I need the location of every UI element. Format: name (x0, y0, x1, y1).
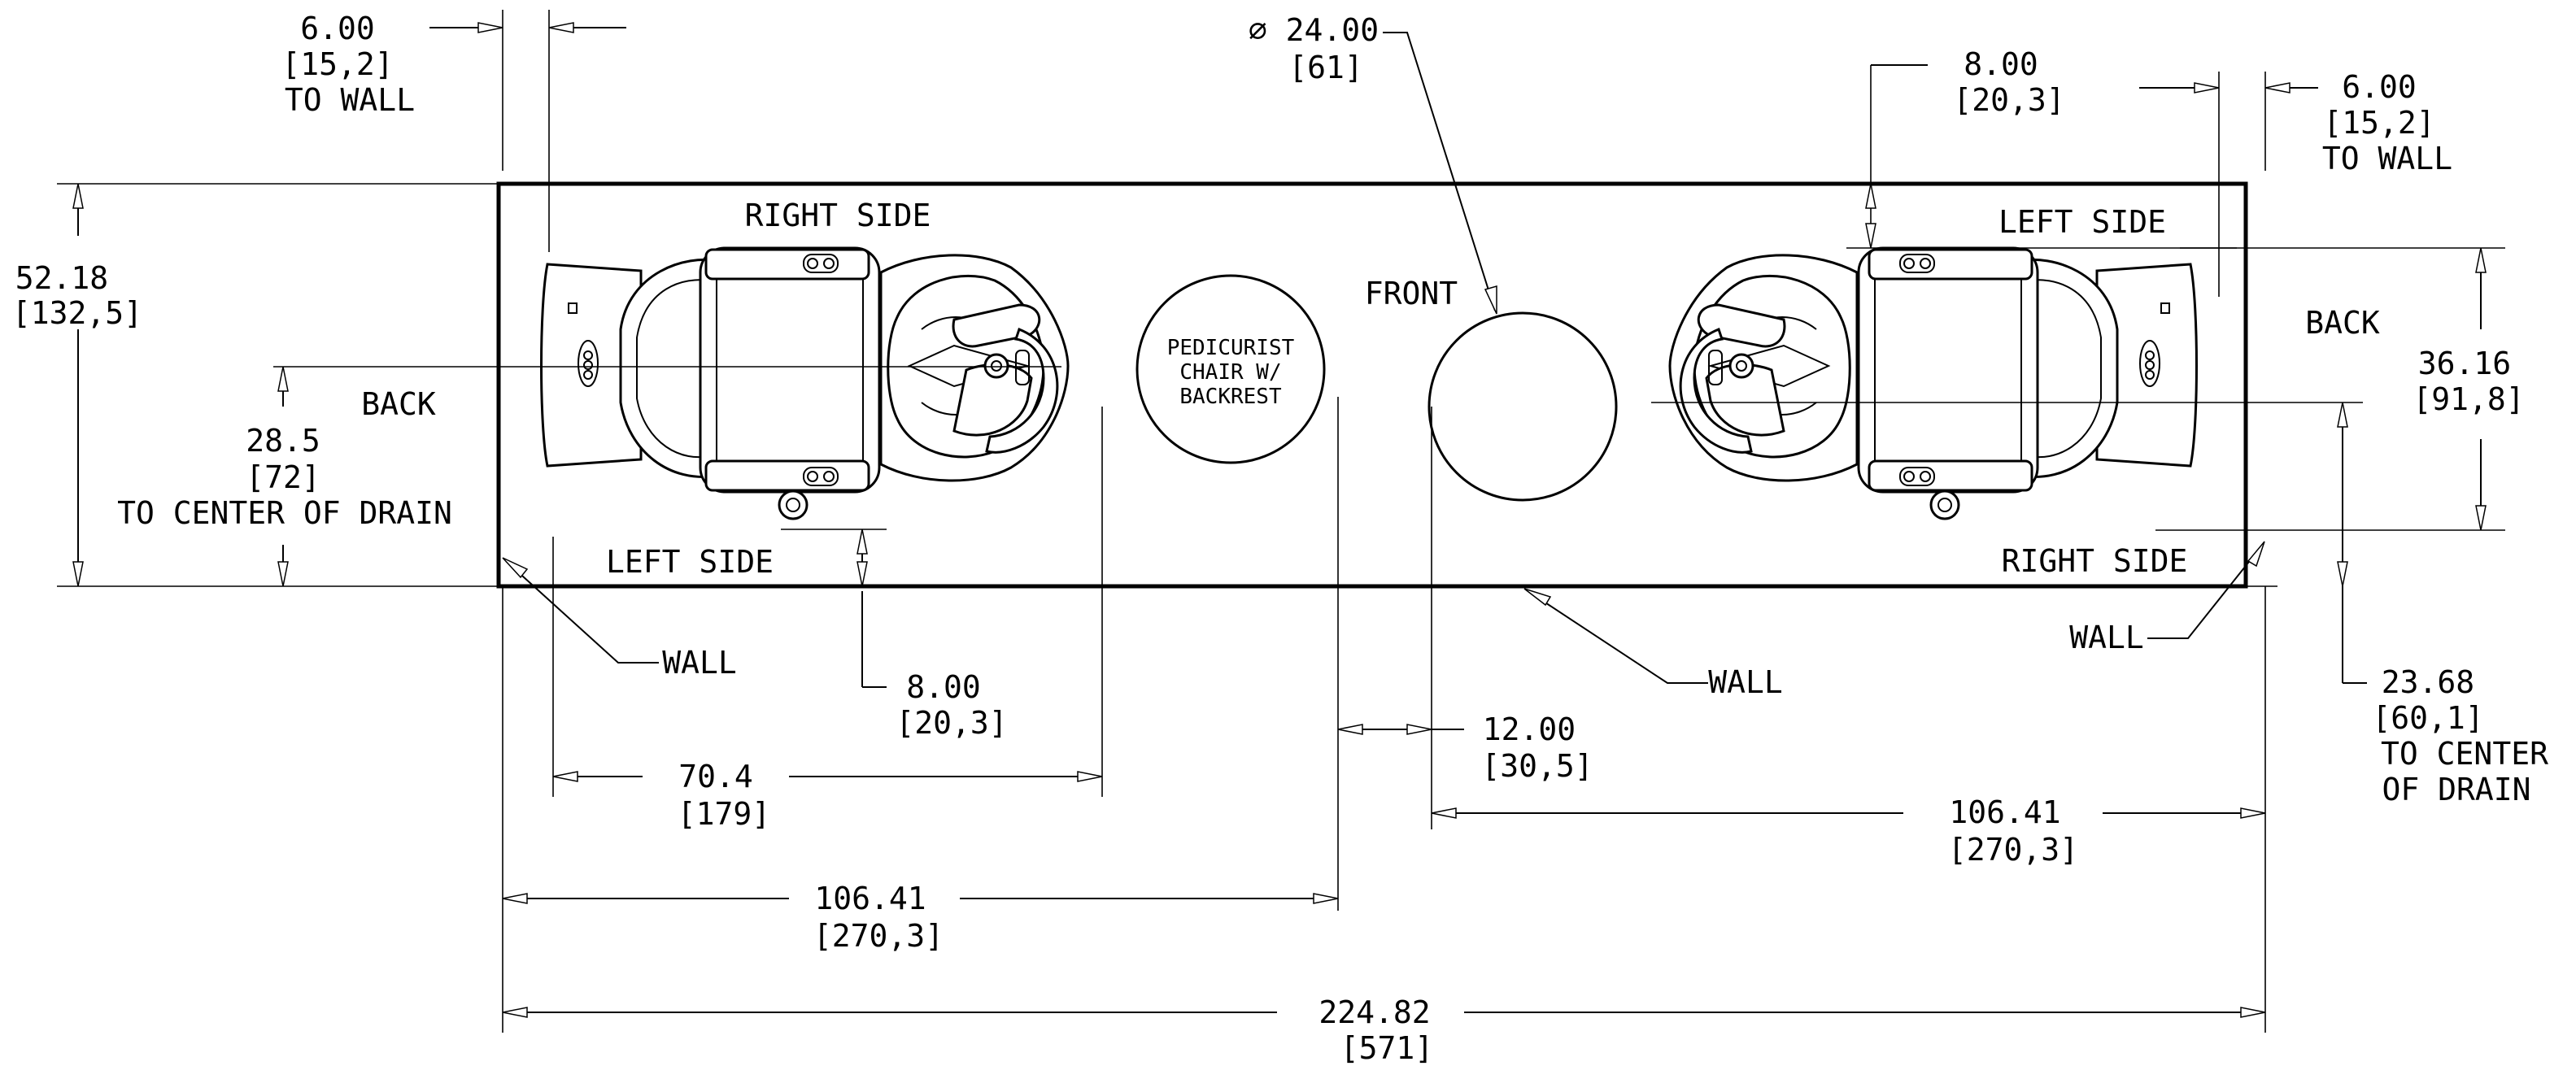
dim-right-wall-value: 6.00 (2342, 69, 2417, 105)
pedicurist-stool-right (1427, 311, 1618, 502)
dim-center-gap-metric: [30,5] (1481, 748, 1593, 784)
dim-overall-value: 224.82 (1319, 994, 1430, 1030)
label-left-side-left-chair: LEFT SIDE (606, 544, 774, 580)
label-front: FRONT (1365, 276, 1458, 311)
label-wall-left: WALL (662, 645, 737, 681)
dim-top-gap-value: 8.00 (1964, 46, 2038, 82)
dim-overall-metric: [571] (1340, 1030, 1433, 1066)
pedicurist-line3: BACKREST (1179, 385, 1282, 409)
dim-right-drain-metric: [60,1] (2372, 700, 2483, 736)
dim-right-drain-note2: OF DRAIN (2382, 772, 2530, 807)
dim-left-wall-value: 6.00 (300, 11, 375, 46)
dim-left-wall-note: TO WALL (285, 82, 415, 118)
label-right-side-right-chair: RIGHT SIDE (2002, 543, 2188, 579)
dim-top-gap-metric: [20,3] (1953, 82, 2064, 118)
pedicurist-line1: PEDICURIST (1167, 336, 1295, 360)
dim-left-gap-metric: [20,3] (896, 705, 1007, 741)
label-wall-right: WALL (2069, 620, 2144, 655)
dim-diameter-value: ∅ 24.00 (1249, 12, 1379, 48)
dim-left-drain-value: 28.5 (246, 423, 320, 459)
room-outline (496, 181, 2248, 589)
label-back-left: BACK (361, 386, 436, 422)
dim-center-gap-value: 12.00 (1483, 711, 1576, 747)
dim-right-half-metric: [270,3] (1948, 832, 2078, 868)
dim-right-depth-value: 36.16 (2418, 346, 2511, 381)
label-wall-center: WALL (1708, 664, 1783, 700)
dim-chair-length-metric: [179] (678, 796, 770, 832)
dim-right-half-value: 106.41 (1949, 794, 2060, 830)
dim-depth-metric: [132,5] (12, 295, 142, 331)
dim-left-gap-value: 8.00 (906, 669, 981, 705)
label-left-side-right-chair: LEFT SIDE (1998, 204, 2166, 240)
left-pedicure-chair (540, 246, 1070, 520)
label-right-side-left-chair: RIGHT SIDE (745, 198, 931, 233)
right-pedicure-chair (1668, 246, 2198, 520)
dim-diameter-metric: [61] (1288, 50, 1363, 85)
dim-depth-value: 52.18 (15, 260, 108, 296)
dim-left-half-metric: [270,3] (813, 918, 944, 954)
dim-right-wall-note: TO WALL (2322, 141, 2452, 176)
label-back-right: BACK (2305, 305, 2380, 341)
dim-left-wall-metric: [15,2] (281, 46, 393, 82)
dim-right-depth-metric: [91,8] (2413, 381, 2524, 417)
dim-left-half-value: 106.41 (814, 881, 926, 916)
pedicurist-line2: CHAIR W/ (1179, 360, 1281, 385)
dim-left-drain-metric: [72] (246, 459, 320, 495)
dim-chair-length-value: 70.4 (678, 759, 753, 794)
pedicurist-stool-left: PEDICURIST CHAIR W/ BACKREST (1135, 274, 1326, 464)
dim-right-drain-value: 23.68 (2382, 664, 2474, 700)
dim-right-drain-note1: TO CENTER (2381, 736, 2548, 772)
dim-left-drain-note: TO CENTER OF DRAIN (117, 495, 452, 531)
dim-right-wall-metric: [15,2] (2323, 105, 2434, 141)
